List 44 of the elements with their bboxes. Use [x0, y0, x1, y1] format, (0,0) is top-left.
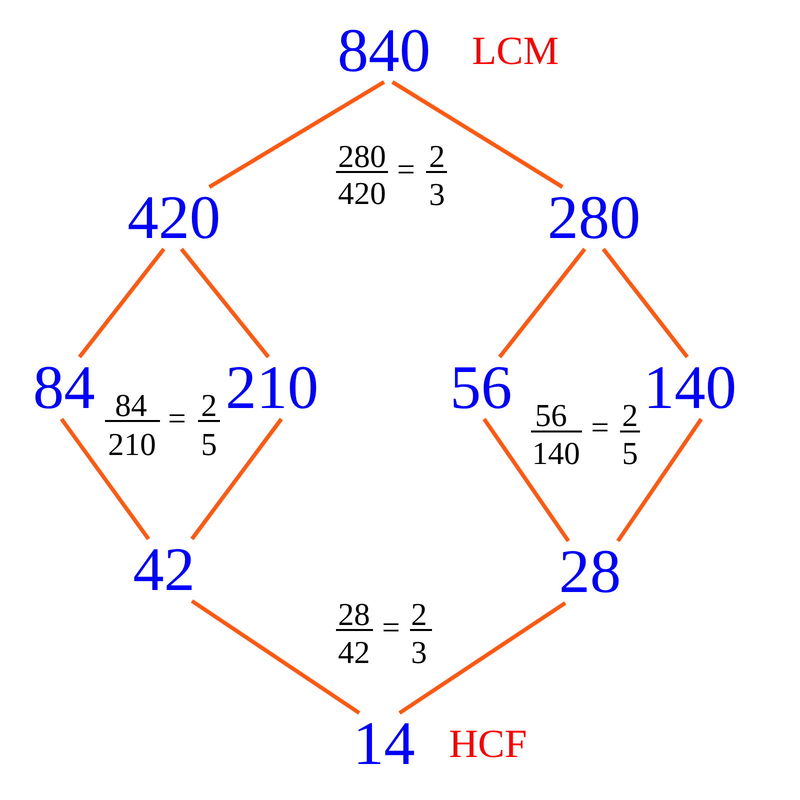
fraction-numerator: 2 — [622, 403, 638, 429]
number-label: 14 — [353, 713, 415, 775]
number-label: 28 — [559, 541, 621, 603]
number-label: 42 — [133, 539, 195, 601]
number-label: 140 — [644, 357, 736, 419]
fraction-numerator: 2 — [429, 144, 445, 170]
number-label: 420 — [128, 187, 220, 249]
connector-line — [60, 418, 150, 540]
fraction-numerator: 28 — [338, 602, 370, 628]
number-label: 280 — [548, 187, 640, 249]
connector-line — [616, 418, 703, 542]
connector-line — [398, 601, 566, 715]
connector-line — [482, 418, 570, 542]
connector-line — [391, 80, 564, 189]
number-label: 56 — [450, 357, 512, 419]
annotation-label: HCF — [449, 724, 527, 764]
connector-line — [78, 248, 166, 358]
fraction-numerator: 56 — [535, 403, 567, 429]
fraction-denominator: 3 — [411, 640, 427, 666]
number-label: 84 — [33, 357, 95, 419]
connector-line — [180, 248, 270, 358]
connector-line — [190, 418, 283, 540]
equals-sign: = — [590, 415, 610, 441]
connector-line — [602, 248, 689, 358]
equals-sign: = — [396, 157, 416, 183]
fraction-numerator: 280 — [338, 144, 386, 170]
equals-sign: = — [168, 406, 186, 432]
fraction-denominator: 5 — [201, 432, 217, 458]
fraction-denominator: 3 — [429, 182, 445, 208]
fraction-denominator: 420 — [338, 181, 386, 207]
connector-line — [498, 248, 586, 358]
connector-line — [190, 599, 360, 715]
fraction-numerator: 84 — [115, 392, 147, 418]
fraction-denominator: 210 — [108, 432, 156, 458]
annotation-label: LCM — [472, 31, 559, 71]
number-label: 840 — [338, 20, 430, 82]
fraction-denominator: 140 — [532, 441, 580, 467]
fraction-denominator: 5 — [622, 441, 638, 467]
fraction-numerator: 2 — [201, 392, 217, 418]
connector-line — [208, 80, 386, 189]
equals-sign: = — [382, 615, 400, 641]
fraction-numerator: 2 — [411, 602, 427, 628]
fraction-denominator: 42 — [338, 640, 370, 666]
number-label: 210 — [226, 357, 318, 419]
